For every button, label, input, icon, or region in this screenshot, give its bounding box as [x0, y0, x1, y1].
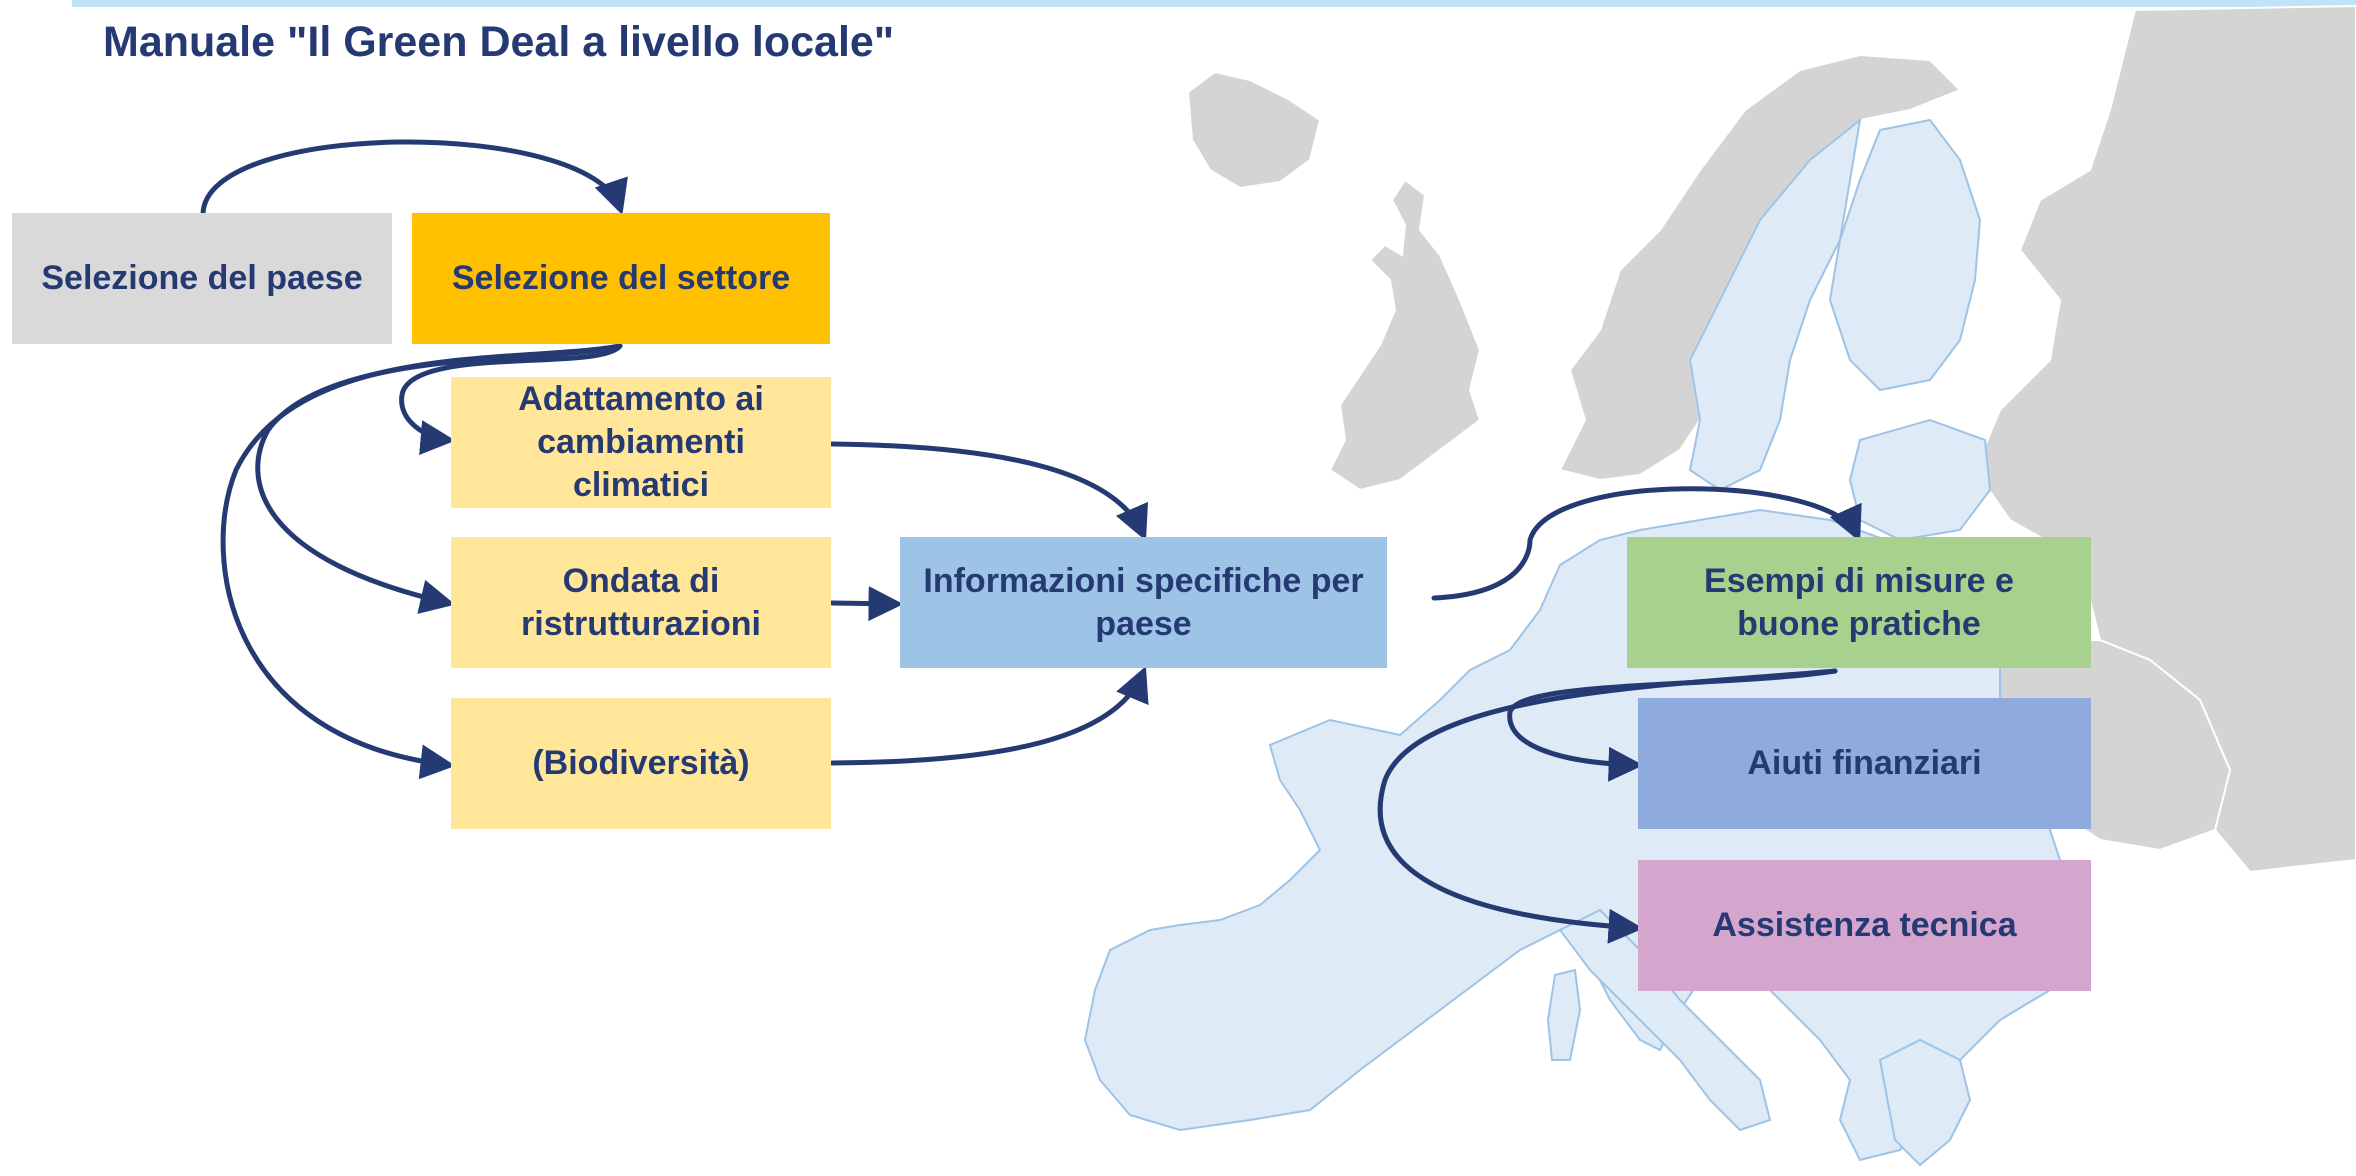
country-info-box[interactable]: Informazioni specifiche per paese: [900, 537, 1387, 668]
renovation-wave-box[interactable]: Ondata di ristrutturazioni: [451, 537, 831, 668]
sector-selection-box[interactable]: Selezione del settore: [412, 213, 830, 344]
map-iceland: [1186, 70, 1322, 190]
technical-assistance-box[interactable]: Assistenza tecnica: [1638, 860, 2091, 991]
biodiversity-box[interactable]: (Biodiversità): [451, 698, 831, 829]
country-selection-box[interactable]: Selezione del paese: [12, 213, 392, 344]
map-sweden: [1688, 117, 1862, 492]
map-sardinia: [1546, 968, 1582, 1061]
map-baltics: [1848, 418, 1992, 542]
map-norway: [1558, 53, 1962, 482]
financial-aid-box[interactable]: Aiuti finanziari: [1638, 698, 2091, 829]
map-greece: [1878, 1038, 1972, 1167]
page-title: Manuale "Il Green Deal a livello locale": [103, 18, 895, 66]
adaptation-box[interactable]: Adattamento ai cambiamenti climatici: [451, 377, 831, 508]
map-uk: [1328, 178, 1482, 492]
map-finland: [1828, 118, 1982, 392]
measures-box[interactable]: Esempi di misure e buone pratiche: [1627, 537, 2091, 668]
top-accent-bar: [72, 0, 2356, 7]
